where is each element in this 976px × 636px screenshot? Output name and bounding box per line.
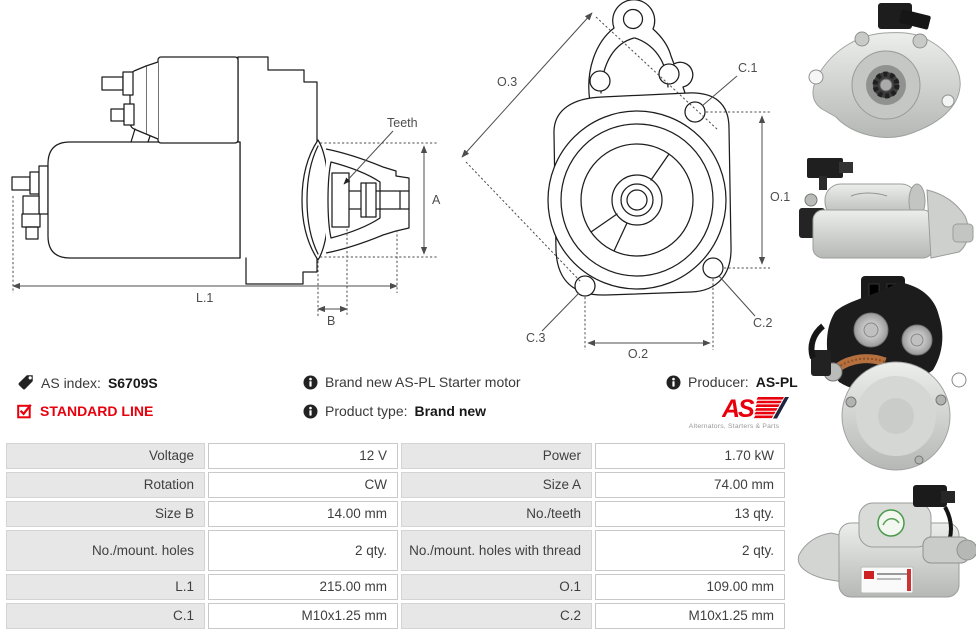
spec-table: Voltage 12 V Power 1.70 kW Rotation CW S…	[6, 443, 785, 632]
info-icon	[303, 375, 318, 390]
rear-terminal-studs	[11, 165, 49, 240]
product-type-value: Brand new	[414, 403, 487, 419]
as-index-label: AS index:	[41, 374, 101, 391]
spec-value: M10x1.25 mm	[208, 603, 398, 629]
spec-label: Rotation	[6, 472, 205, 498]
spec-value: 74.00 mm	[595, 472, 785, 498]
brand-new-row: Brand new AS-PL Starter motor	[303, 374, 521, 390]
spec-label: Power	[401, 443, 592, 469]
dim-label-l1: L.1	[196, 291, 213, 305]
spec-label: Size A	[401, 472, 592, 498]
product-photo-rear-solenoid	[808, 276, 967, 471]
product-type-row: Product type: Brand new	[303, 403, 486, 419]
spec-value: 14.00 mm	[208, 501, 398, 527]
logo-tagline: Alternators, Starters & Parts	[688, 423, 780, 430]
table-row: Rotation CW Size A 74.00 mm	[6, 472, 785, 498]
spec-value: 13 qty.	[595, 501, 785, 527]
producer-value: AS-PL	[755, 374, 798, 390]
spec-value: 109.00 mm	[595, 574, 785, 600]
spec-value: 2 qty.	[208, 530, 398, 571]
spec-value: 1.70 kW	[595, 443, 785, 469]
dim-label-o2: O.2	[628, 347, 648, 361]
spec-value: 12 V	[208, 443, 398, 469]
spec-label: No./mount. holes with thread	[401, 530, 592, 571]
mount-holes	[574, 101, 724, 297]
standard-line-row: STANDARD LINE	[17, 403, 153, 419]
logo-text: AS	[722, 395, 755, 422]
info-icon	[666, 375, 681, 390]
check-square-icon	[17, 403, 33, 419]
front-view-drawing: O.3 O.1 O.2 C.1 C.2 C.3	[461, 0, 790, 361]
spec-label: L.1	[6, 574, 205, 600]
as-index-value: S6709S	[107, 374, 158, 391]
solenoid-outline	[101, 56, 239, 144]
spec-label: Voltage	[6, 443, 205, 469]
spec-label: C.1	[6, 603, 205, 629]
product-photo-front-flange	[808, 3, 961, 138]
spec-value: CW	[208, 472, 398, 498]
dimension-lines-side: L.1 A B Teeth	[12, 116, 441, 328]
spec-label: Size B	[6, 501, 205, 527]
product-photo-side-label	[797, 485, 976, 598]
connector-black	[807, 158, 843, 178]
table-row: L.1 215.00 mm O.1 109.00 mm	[6, 574, 785, 600]
top-bracket-outline	[588, 0, 694, 103]
dim-label-o3: O.3	[497, 75, 517, 89]
table-row: Size B 14.00 mm No./teeth 13 qty.	[6, 501, 785, 527]
spec-value: M10x1.25 mm	[595, 603, 785, 629]
spec-label: C.2	[401, 603, 592, 629]
spec-label: No./teeth	[401, 501, 592, 527]
standard-line-label: STANDARD LINE	[40, 403, 154, 419]
motor-body-outline	[47, 141, 241, 259]
spec-value: 2 qty.	[595, 530, 785, 571]
green-badge	[877, 509, 905, 537]
dim-label-b: B	[327, 314, 335, 328]
producer-row: Producer: AS-PL	[666, 374, 798, 390]
dim-label-c3: C.3	[526, 331, 546, 345]
dimension-lines-front: O.3 O.1 O.2 C.1 C.2 C.3	[461, 12, 790, 361]
table-row: Voltage 12 V Power 1.70 kW	[6, 443, 785, 469]
product-type-label: Product type:	[325, 403, 408, 419]
producer-label: Producer:	[688, 374, 749, 390]
teeth-label: Teeth	[387, 116, 418, 130]
spec-label: No./mount. holes	[6, 530, 205, 571]
mount-flange-side	[301, 139, 330, 261]
connector-black	[913, 485, 947, 507]
dim-label-o1: O.1	[770, 190, 790, 204]
side-view-drawing: L.1 A B Teeth	[11, 56, 441, 328]
tag-icon	[17, 374, 34, 391]
dim-label-c2: C.2	[753, 316, 773, 330]
flange-circles	[547, 110, 727, 290]
spec-value: 215.00 mm	[208, 574, 398, 600]
dim-label-a: A	[432, 193, 441, 207]
brand-new-text: Brand new AS-PL Starter motor	[325, 374, 521, 390]
as-index-row: AS index: S6709S	[17, 374, 158, 391]
info-icon	[303, 404, 318, 419]
nose-and-pinion	[325, 148, 410, 254]
spec-label: O.1	[401, 574, 592, 600]
dim-label-c1: C.1	[738, 61, 758, 75]
as-pl-logo: AS	[722, 395, 789, 422]
product-photo-side-solenoid	[799, 158, 974, 259]
table-row: C.1 M10x1.25 mm C.2 M10x1.25 mm	[6, 603, 785, 629]
table-row: No./mount. holes 2 qty. No./mount. holes…	[6, 530, 785, 571]
